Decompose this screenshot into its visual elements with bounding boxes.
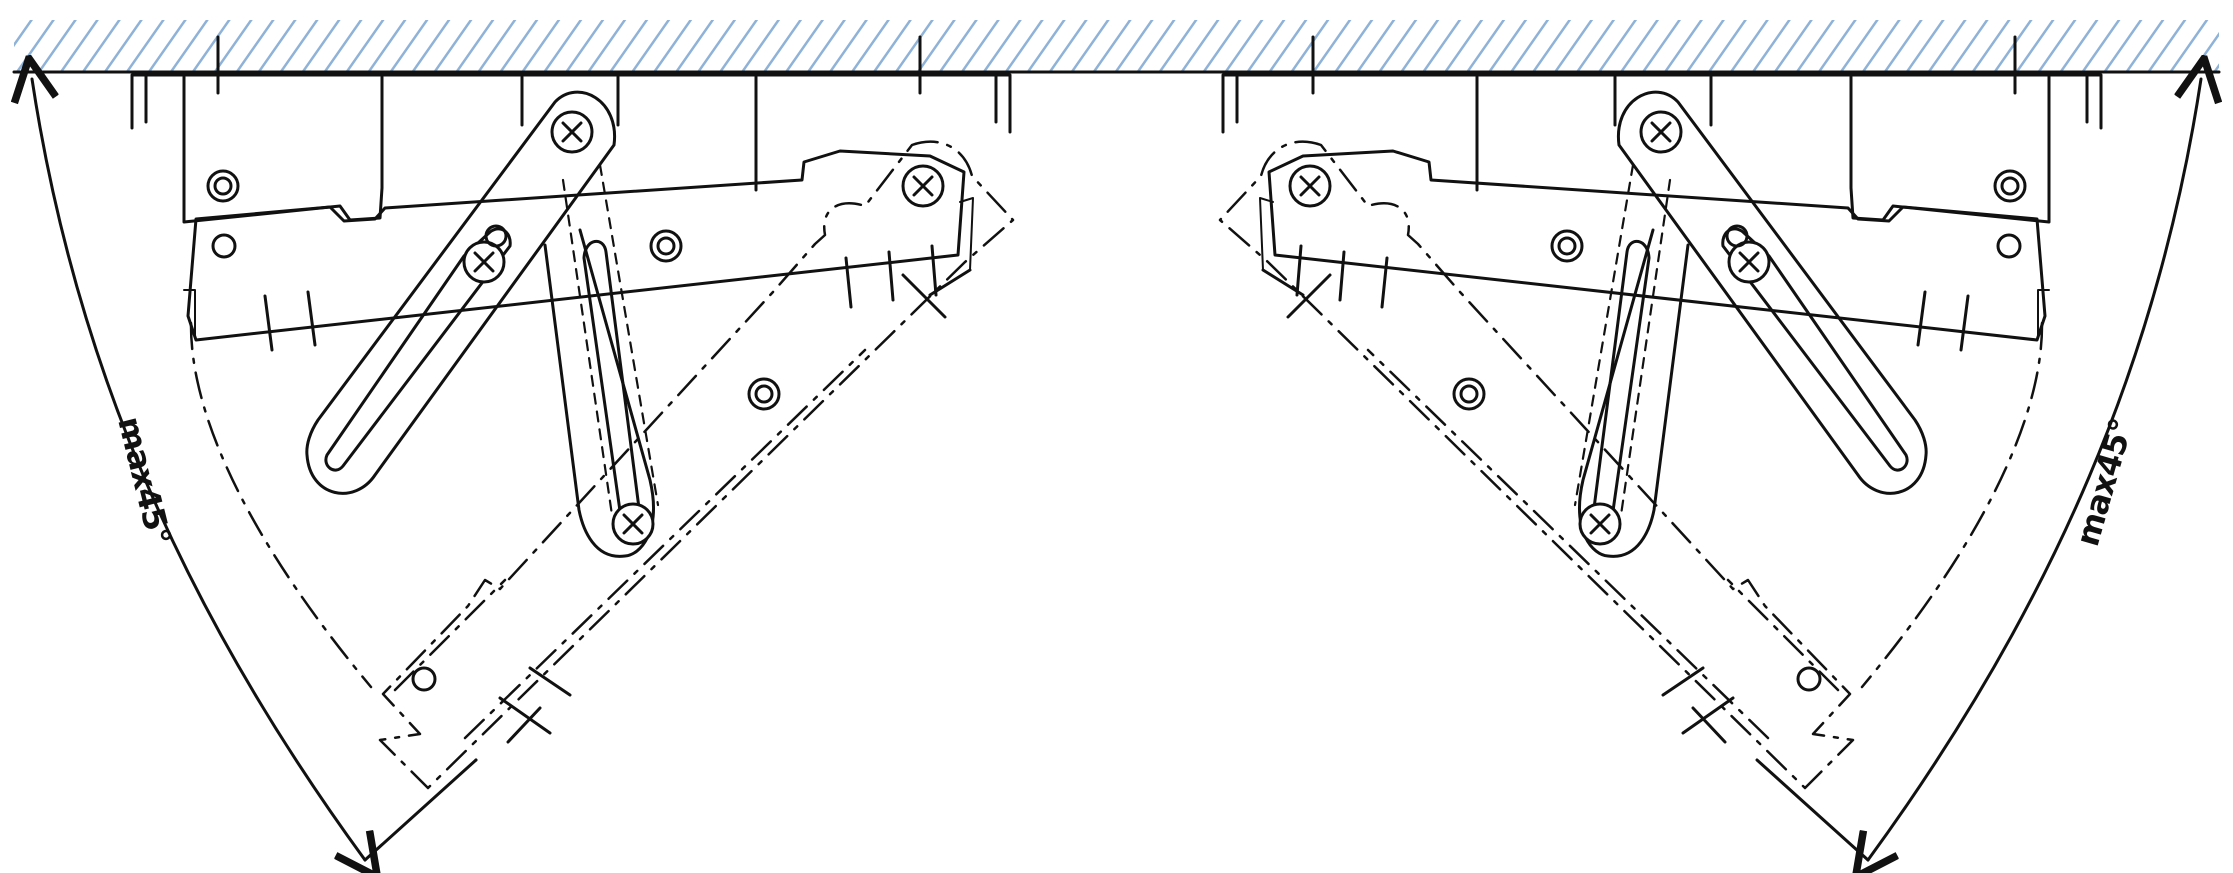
screw-head-icon	[901, 164, 945, 208]
rivet-icon	[1452, 377, 1486, 411]
left-hole-lower	[411, 666, 437, 692]
rivet-icon	[206, 169, 240, 203]
left-hole	[211, 233, 237, 259]
left-slot-pin	[484, 224, 508, 248]
right-hole	[1996, 233, 2022, 259]
left-main-plate	[186, 149, 966, 342]
left-hinge: max45°	[32, 35, 1015, 860]
rivet-icon	[1993, 169, 2027, 203]
left-max-angle-label: max45°	[110, 413, 178, 548]
right-short-arm	[1578, 228, 1690, 558]
right-hole-lower	[1796, 666, 1822, 692]
screw-head-icon	[1288, 164, 1332, 208]
ceiling-hatch	[12, 20, 2221, 74]
right-max-angle-label: max45°	[2068, 415, 2140, 551]
right-slot-pin	[1725, 224, 1749, 248]
left-rotated-plate	[378, 140, 1015, 790]
rivet-icon	[747, 377, 781, 411]
right-main-plate	[1267, 149, 2047, 342]
right-hinge	[1218, 35, 2201, 860]
screw-head-icon	[1639, 110, 1683, 154]
screw-head-icon	[550, 110, 594, 154]
screw-head-icon	[1578, 502, 1622, 546]
rivet-icon	[1550, 229, 1584, 263]
screw-head-icon	[1727, 240, 1771, 284]
rivet-icon	[649, 229, 683, 263]
screw-head-icon	[462, 240, 506, 284]
left-short-arm	[543, 228, 655, 558]
screw-head-icon	[611, 502, 655, 546]
right-rotated-plate	[1218, 140, 1855, 790]
